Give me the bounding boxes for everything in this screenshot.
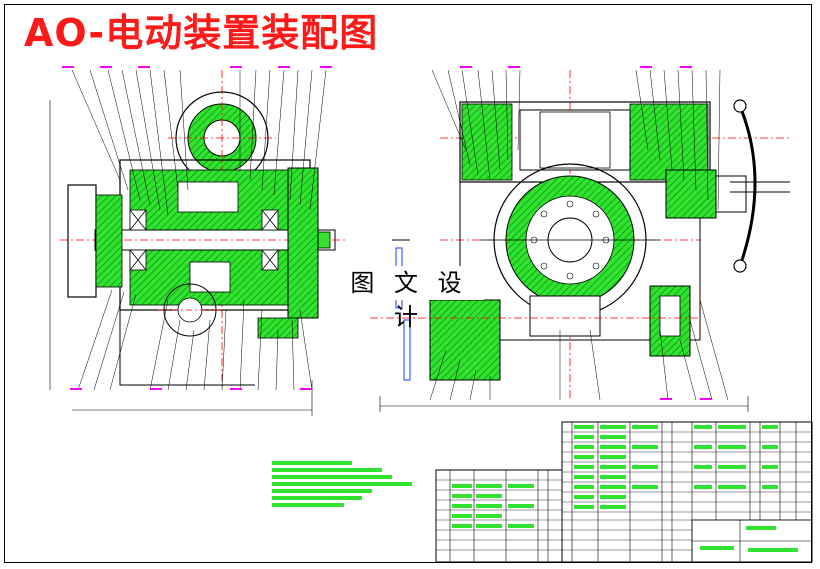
left-end-cover bbox=[67, 184, 97, 298]
worm-gear bbox=[519, 109, 631, 171]
right-section-view bbox=[370, 66, 790, 412]
left-section-view bbox=[49, 66, 345, 416]
lower-left-flange bbox=[429, 299, 501, 381]
drawing-frame bbox=[4, 4, 812, 563]
right-flange bbox=[287, 167, 319, 319]
drawing-title: AO-电动装置装配图 bbox=[24, 11, 379, 55]
title-block bbox=[435, 421, 813, 563]
lower-shaft-housing bbox=[529, 295, 601, 337]
motor-coupling bbox=[665, 169, 717, 219]
watermark-label: 图 文 设 计 bbox=[334, 266, 484, 331]
technical-notes bbox=[272, 461, 412, 507]
handwheel-icon[interactable] bbox=[738, 105, 757, 267]
